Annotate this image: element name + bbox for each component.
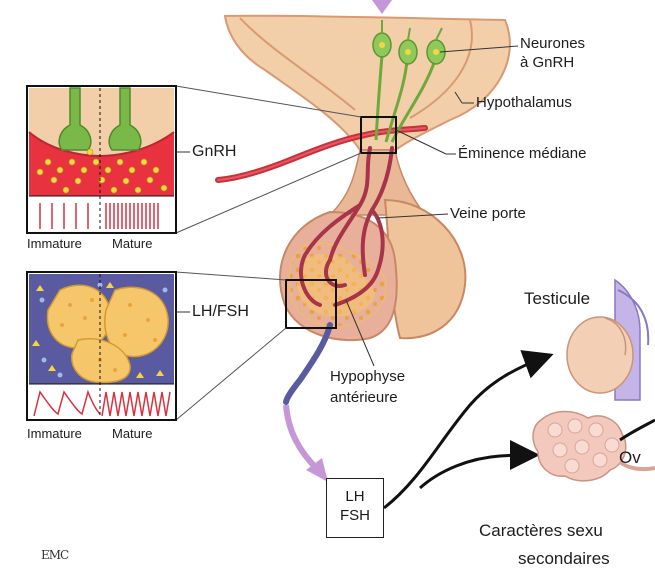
hormone-box-lh: LH [327, 487, 383, 506]
top-arrow-tip [372, 0, 392, 14]
label-hypothalamus: Hypothalamus [476, 94, 572, 112]
zoom-lines-lhfsh [176, 272, 286, 420]
label-lhfsh: LH/FSH [192, 303, 249, 321]
inset-gnrh [27, 86, 176, 233]
hormone-box-fsh: FSH [327, 506, 383, 525]
arrow-to-testicule [384, 356, 548, 508]
label-neurones-line1: Neurones [520, 35, 585, 53]
label-hypophyse-line1: Hypophyse [330, 368, 405, 386]
secretion-arrow-shaft [286, 405, 318, 470]
label-ovaire: Ov [619, 448, 641, 468]
label-lhfsh-immature: Immature [27, 426, 82, 441]
emc-logo: EMC [41, 548, 68, 562]
label-hypophyse-line2: antérieure [330, 389, 398, 407]
descending-vein [286, 325, 330, 402]
lh-fsh-hormone-box: LH FSH [326, 478, 384, 538]
label-lhfsh-mature: Mature [112, 426, 152, 441]
label-gnrh: GnRH [192, 143, 236, 161]
hypothalamus-tissue [225, 16, 510, 150]
label-neurones-line2: à GnRH [520, 54, 574, 72]
label-caracteres-line1: Caractères sexu [479, 521, 603, 541]
label-veine-porte: Veine porte [450, 205, 526, 223]
arrow-to-ovaire [420, 455, 534, 488]
ovaire-illustration [533, 412, 655, 481]
inset-lhfsh [27, 272, 176, 420]
label-testicule: Testicule [524, 289, 590, 309]
label-eminence-mediane: Éminence médiane [458, 145, 586, 163]
label-gnrh-mature: Mature [112, 236, 152, 251]
label-gnrh-immature: Immature [27, 236, 82, 251]
label-caracteres-line2: secondaires [518, 549, 610, 569]
